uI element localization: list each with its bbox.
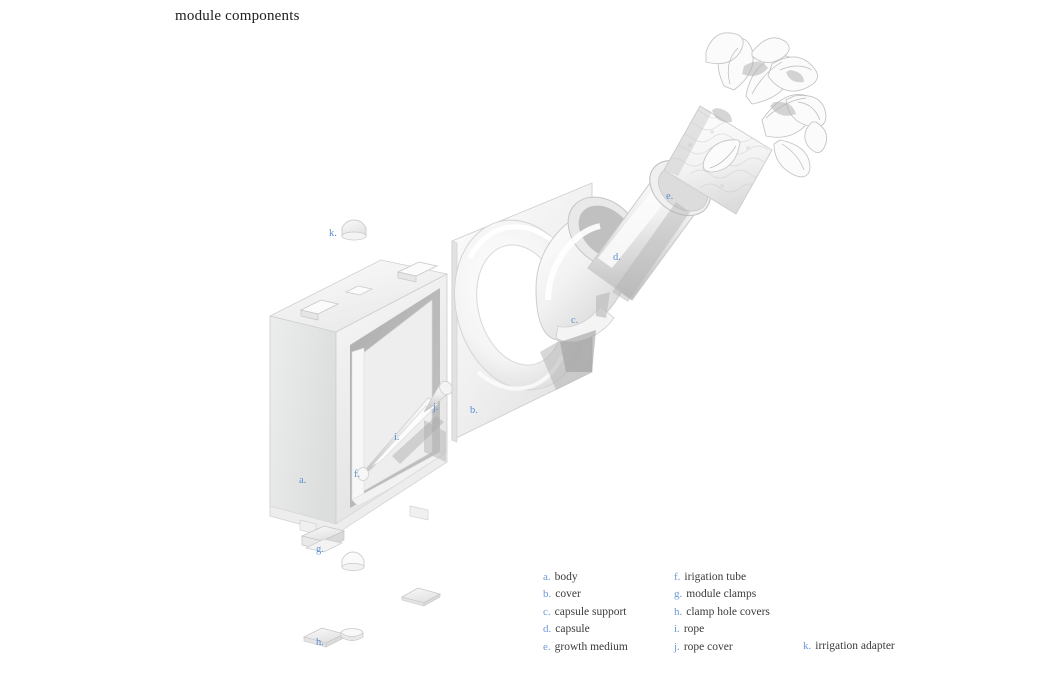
legend-key-h: h. bbox=[674, 605, 683, 618]
plant-shadow-leaves bbox=[712, 61, 804, 123]
callout-b: b. bbox=[470, 405, 478, 416]
legend-label-c: capsule support bbox=[554, 605, 627, 618]
legend-key-c: c. bbox=[543, 605, 551, 618]
legend-column-1: a. body b. cover c. capsule support d. c… bbox=[543, 571, 628, 658]
legend-key-a: a. bbox=[543, 571, 551, 583]
legend-key-g: g. bbox=[674, 588, 683, 601]
legend-key-k: k. bbox=[803, 640, 812, 652]
legend-item-a: a. body bbox=[543, 571, 628, 588]
legend-item-j: j. rope cover bbox=[674, 641, 770, 658]
legend-item-i: i. rope bbox=[674, 623, 770, 640]
legend-item-e: e. growth medium bbox=[543, 641, 628, 658]
legend-item-h: h. clamp hole covers bbox=[674, 606, 770, 623]
callout-g: g. bbox=[316, 544, 324, 555]
legend-label-g: module clamps bbox=[686, 588, 757, 601]
callout-j: j. bbox=[433, 402, 439, 413]
legend: a. body b. cover c. capsule support d. c… bbox=[543, 571, 913, 661]
legend-key-i: i. bbox=[674, 623, 680, 636]
legend-item-f: f. irigation tube bbox=[674, 571, 770, 588]
part-clamp-hole-covers bbox=[302, 627, 364, 648]
legend-item-c: c. capsule support bbox=[543, 606, 628, 623]
legend-label-a: body bbox=[554, 571, 578, 583]
legend-label-j: rope cover bbox=[683, 640, 733, 653]
legend-label-k: irrigation adapter bbox=[815, 640, 895, 652]
callout-h: h. bbox=[316, 637, 324, 648]
part-irrigation-tube-and-rope bbox=[357, 381, 453, 481]
legend-column-2: f. irigation tube g. module clamps h. cl… bbox=[674, 571, 770, 658]
page-title: module components bbox=[175, 8, 300, 24]
legend-key-f: f. bbox=[674, 571, 681, 583]
callout-i: i. bbox=[394, 432, 400, 443]
legend-label-d: capsule bbox=[555, 623, 590, 636]
legend-key-b: b. bbox=[543, 588, 552, 601]
plant-foliage bbox=[702, 32, 828, 178]
legend-label-b: cover bbox=[555, 588, 581, 601]
legend-key-d: d. bbox=[543, 623, 552, 636]
part-flat-plate bbox=[400, 587, 442, 607]
legend-item-b: b. cover bbox=[543, 588, 628, 605]
callout-e: e. bbox=[666, 191, 674, 202]
legend-key-e: e. bbox=[543, 640, 551, 653]
body-clamp-tabs bbox=[299, 261, 439, 321]
legend-key-j: j. bbox=[674, 640, 680, 653]
legend-label-h: clamp hole covers bbox=[686, 605, 770, 618]
callout-a: a. bbox=[299, 475, 307, 486]
legend-label-f: irigation tube bbox=[684, 571, 747, 583]
part-module-clamps bbox=[300, 525, 365, 571]
legend-item-g: g. module clamps bbox=[674, 588, 770, 605]
callout-f: f. bbox=[354, 469, 361, 480]
part-irrigation-adapter bbox=[341, 219, 367, 241]
callout-k: k. bbox=[329, 228, 337, 239]
legend-item-k: k. irrigation adapter bbox=[803, 640, 895, 657]
legend-column-3: k. irrigation adapter bbox=[803, 640, 895, 657]
legend-item-d: d. capsule bbox=[543, 623, 628, 640]
callout-d: d. bbox=[613, 252, 621, 263]
part-body bbox=[268, 259, 449, 535]
callout-c: c. bbox=[571, 315, 579, 326]
legend-label-i: rope bbox=[683, 623, 705, 636]
legend-label-e: growth medium bbox=[554, 640, 628, 653]
